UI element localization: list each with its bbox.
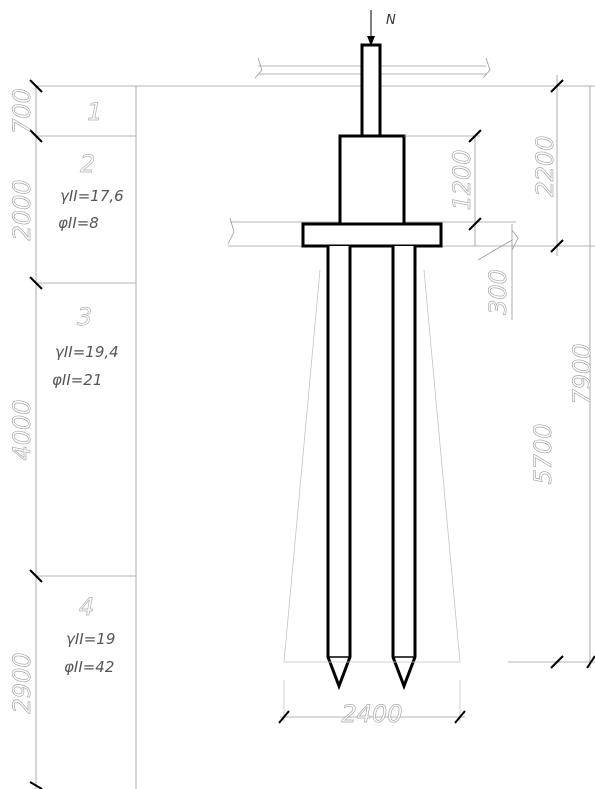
layer-2-phi: φII=8: [58, 214, 99, 232]
base-width-label: 2400: [341, 700, 402, 728]
layer-2-thickness: 2000: [8, 179, 36, 240]
cap-depth-label: 2200: [531, 135, 559, 196]
soil-column: [29, 79, 137, 789]
layer-2-gamma: γII=17,6: [60, 187, 124, 205]
layer-4-number: 4: [79, 593, 94, 621]
layer-4-phi: φII=42: [64, 658, 114, 676]
pile-left: [326, 246, 352, 691]
load-arrow: [367, 10, 375, 46]
layer-3-gamma: γII=19,4: [55, 343, 119, 361]
pedestal-dimension: [404, 129, 482, 246]
conditional-foundation-outline: [283, 269, 461, 722]
layer-4-thickness: 2900: [8, 652, 36, 713]
layer-1-number: 1: [87, 98, 102, 126]
pile-right: [391, 246, 417, 691]
layer-3-phi: φII=21: [52, 371, 102, 389]
column: [360, 43, 382, 138]
cap-depth-dimension: [550, 75, 564, 256]
cap-thickness-dimension: [477, 224, 513, 320]
pedestal: [338, 134, 406, 226]
cap-thickness-label: 300: [484, 269, 512, 315]
layer-3-number: 3: [77, 303, 92, 331]
pedestal-height-label: 1200: [448, 149, 476, 210]
layer-2-number: 2: [80, 150, 95, 178]
layer-1-thickness: 700: [8, 88, 36, 134]
base-width-dimension: [278, 710, 466, 724]
layer-4-gamma: γII=19: [66, 630, 115, 648]
pile-length-label: 5700: [529, 423, 557, 484]
layer-3-thickness: 4000: [8, 399, 36, 460]
total-depth-label: 7900: [568, 343, 595, 404]
pile-cap: [301, 222, 443, 248]
total-depth-dimension: [508, 86, 595, 669]
load-label: N: [386, 13, 396, 28]
